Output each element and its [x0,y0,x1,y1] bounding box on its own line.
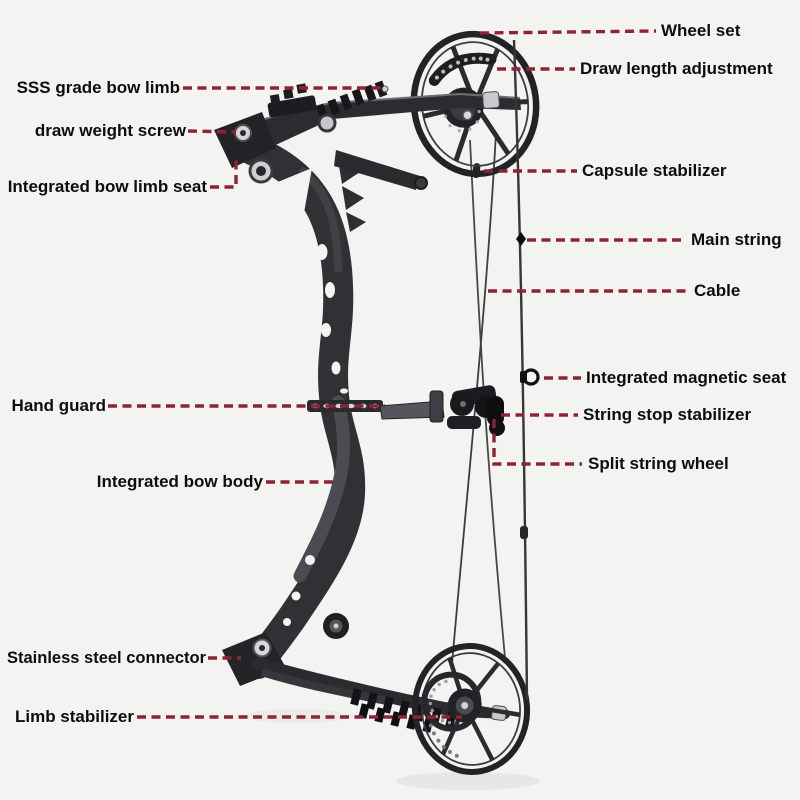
connector-center [259,645,265,651]
bottom-cam-sprocket-dots [428,679,452,725]
label-limb-stabilizer: Limb stabilizer [14,707,134,726]
bottom-cam [411,643,531,775]
split-string-wheel-part [489,420,505,436]
leader-split-string-wheel [492,419,582,466]
bearing-center [256,166,266,176]
label-integrated-bow-limb-seat: Integrated bow limb seat [7,177,207,196]
bottom-cam-rim-dots [428,723,459,758]
leader-draw-weight-screw [187,129,237,134]
label-draw-weight-screw: draw weight screw [34,121,186,140]
label-draw-length-adjustment: Draw length adjustment [580,59,773,78]
cable-guard-arm [334,150,420,190]
link-plate [429,390,444,423]
label-main-string: Main string [691,230,782,249]
riser-cutouts [268,168,371,626]
leader-integrated-bow-limb-seat [210,160,238,189]
label-sss-grade-bow-limb: SSS grade bow limb [16,78,180,97]
shelf-arm [379,400,445,420]
label-wheel-set: Wheel set [661,21,741,40]
magnetic-seat-d-loop [522,368,540,386]
lower-hub-center [333,623,339,629]
top-limb-dampers [315,80,388,121]
label-stainless-steel-connector: Stainless steel connector [7,649,206,667]
adjustment-holes [434,56,490,80]
shadow [396,772,540,790]
cable-guard-roller [414,176,428,190]
limb-screw [381,85,389,93]
grip-panel [293,395,351,583]
label-string-stop-stabilizer: String stop stabilizer [583,405,752,424]
limb-axle-cap [482,91,500,109]
string-stop-stabilizer-part [447,385,504,429]
label-hand-guard: Hand guard [11,396,106,415]
label-integrated-bow-body: Integrated bow body [96,472,263,491]
bottom-limb-edge [260,668,393,706]
string-fitting [520,526,528,539]
screw-center [240,130,246,136]
label-capsule-stabilizer: Capsule stabilizer [582,161,727,180]
label-split-string-wheel: Split string wheel [588,454,729,473]
peep-sight [516,232,526,246]
main-string-line [512,39,529,701]
label-cable: Cable [694,281,741,300]
leader-lines [108,29,688,719]
cable-line [469,139,506,659]
leader-wheel-set [479,29,657,35]
label-integrated-magnetic-seat: Integrated magnetic seat [586,368,787,387]
limb-pivot-bearing [317,113,337,133]
